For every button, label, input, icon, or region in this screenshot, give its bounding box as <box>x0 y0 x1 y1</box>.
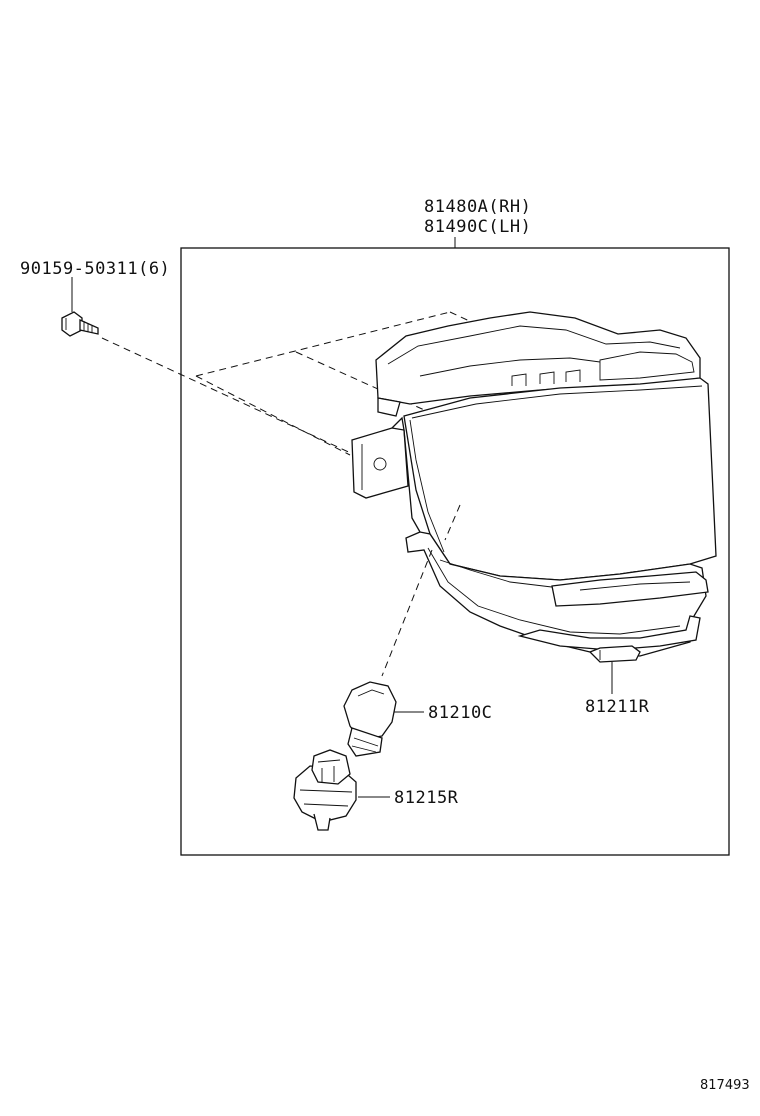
lower-part-label: 81211R <box>585 697 650 717</box>
diagram-number: 817493 <box>700 1078 750 1093</box>
screw-part-label: 90159-50311(6) <box>20 259 171 279</box>
socket-drawing <box>293 749 357 831</box>
bulb-drawing <box>343 681 397 757</box>
bulb-part-label: 81210C <box>428 703 493 723</box>
assembly-part-rh-label: 81480A(RH) <box>424 197 532 217</box>
socket-part-label: 81215R <box>394 788 459 808</box>
screw-path <box>101 337 356 456</box>
bulb-path <box>381 549 433 677</box>
assembly-part-lh-label: 81490C(LH) <box>424 217 532 237</box>
fog-lamp-housing <box>351 311 717 663</box>
screw-drawing <box>61 311 99 337</box>
